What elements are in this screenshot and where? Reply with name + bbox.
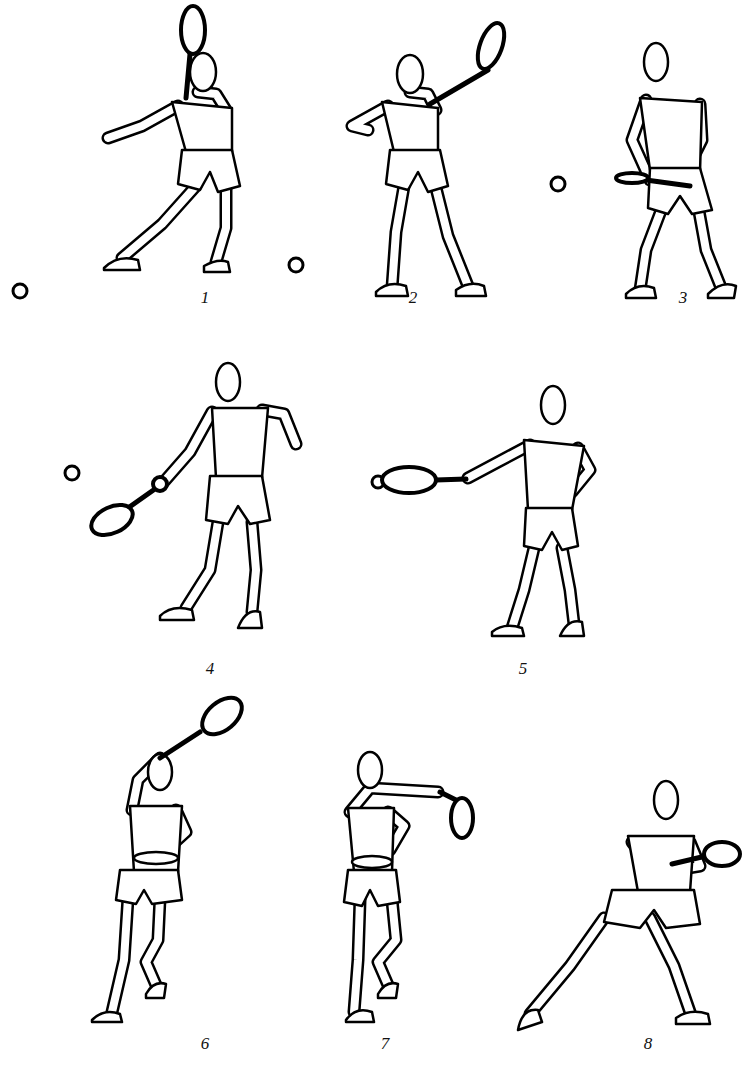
figure-number: 4 [206, 660, 215, 677]
figure-number: 3 [679, 289, 688, 306]
figure-number: 7 [381, 1035, 390, 1052]
figure-number: 2 [409, 289, 418, 306]
figure-number: 6 [201, 1035, 210, 1052]
figure-number: 8 [644, 1035, 653, 1052]
figure-number: 1 [201, 289, 210, 306]
figure-number: 5 [519, 660, 528, 677]
